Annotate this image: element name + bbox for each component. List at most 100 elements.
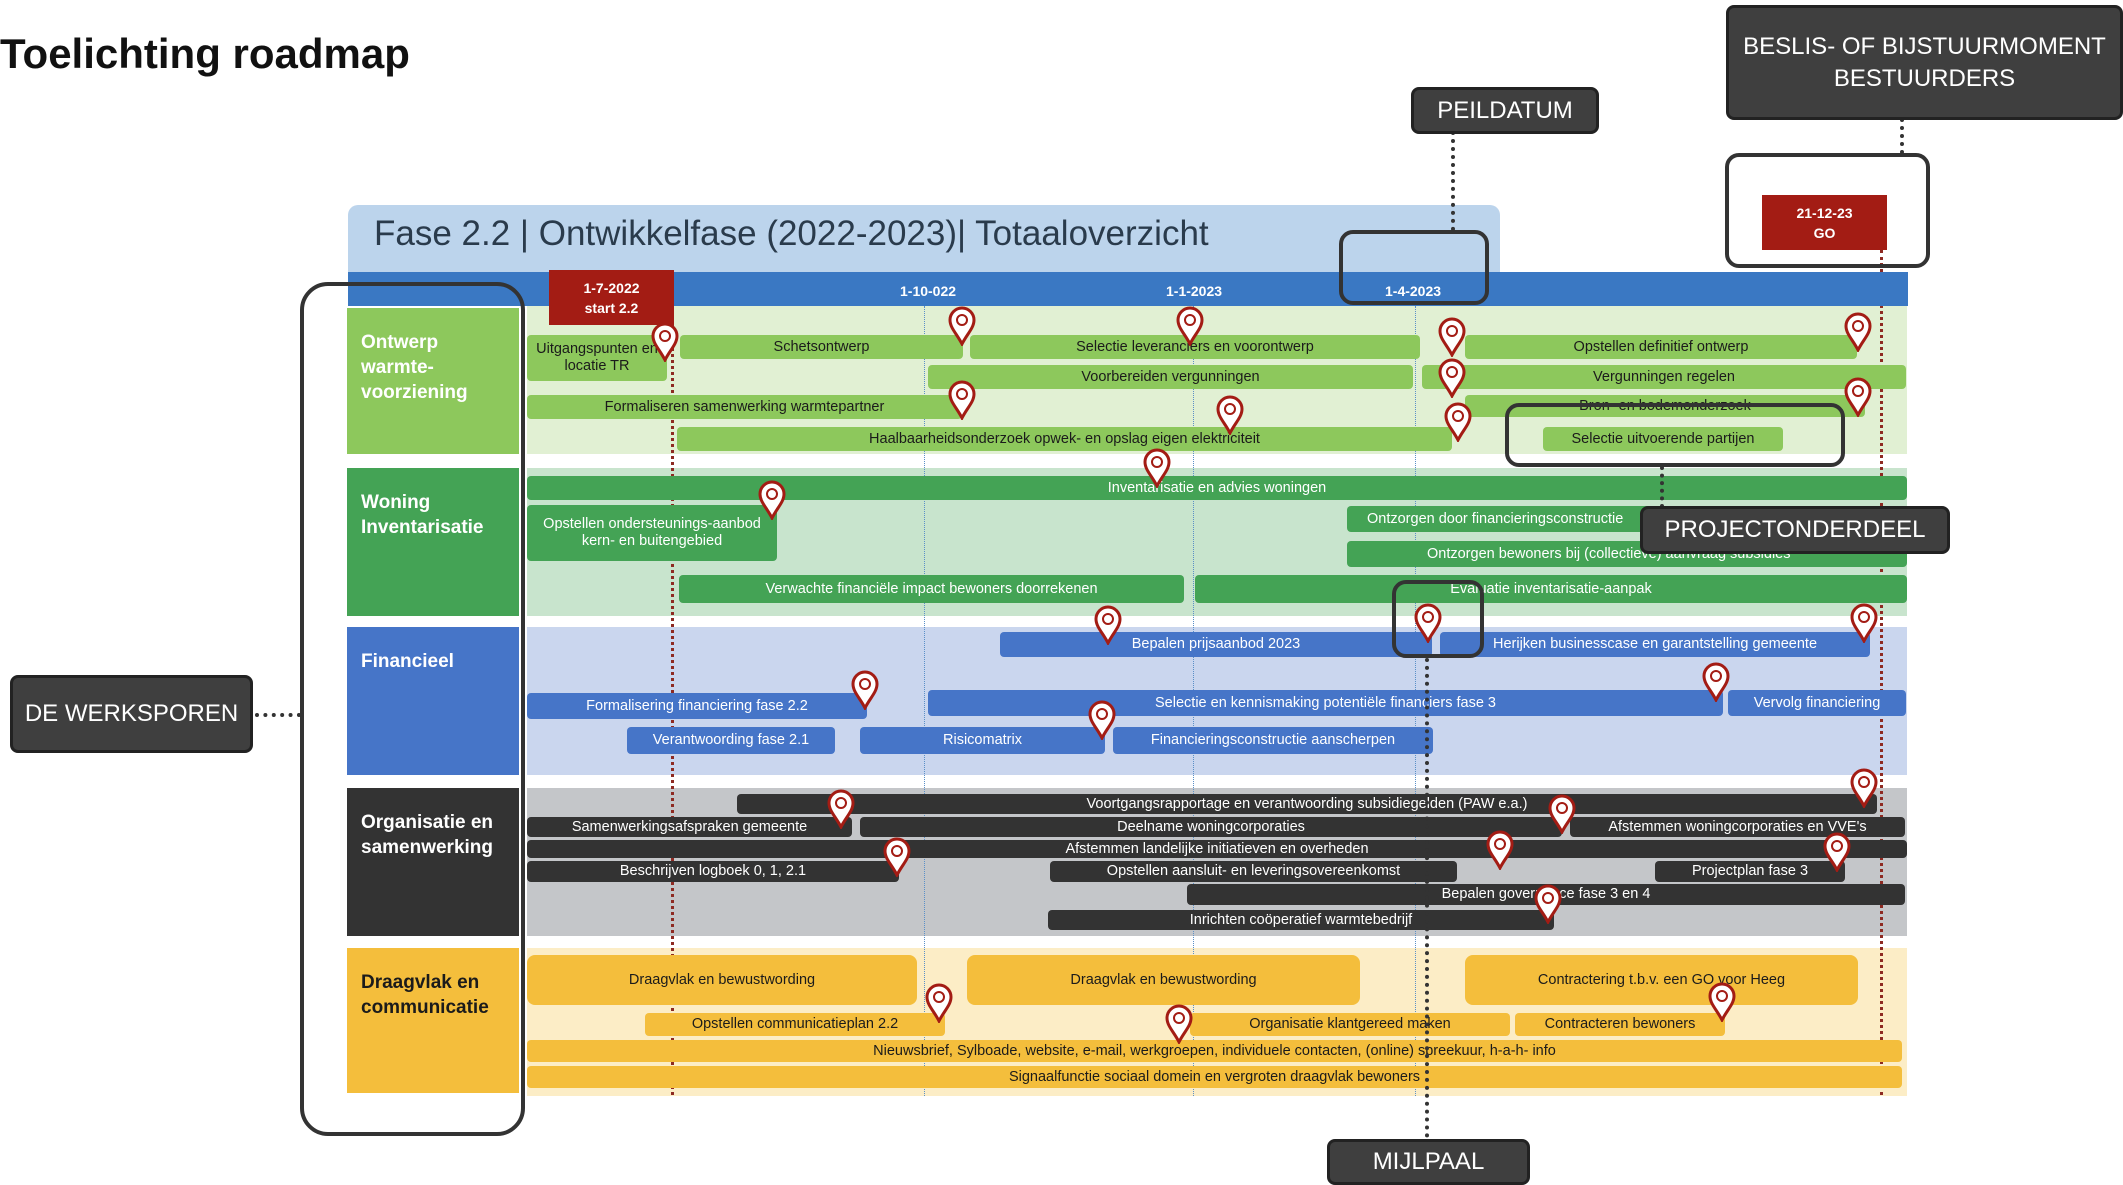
task-bar: Financieringsconstructie aanscherpen <box>1113 727 1433 754</box>
task-bar: Samenwerkingsafspraken gemeente <box>527 817 852 837</box>
callout-peildatum: PEILDATUM <box>1411 87 1599 134</box>
task-bar: Evaluatie inventarisatie-aanpak <box>1195 575 1907 603</box>
werksporen-frame <box>300 282 525 1136</box>
task-bar: Risicomatrix <box>860 727 1105 754</box>
map-pin-icon <box>1438 317 1466 357</box>
map-pin-icon <box>1088 700 1116 740</box>
map-pin-icon <box>651 322 679 362</box>
callout-beslismoment: BESLIS- OF BIJSTUURMOMENT BESTUURDERS <box>1726 5 2123 120</box>
peildatum-frame <box>1339 230 1489 305</box>
task-bar: Formaliseren samenwerking warmtepartner <box>527 395 962 419</box>
map-pin-icon <box>1444 402 1472 442</box>
guide-line-oct <box>924 306 925 1096</box>
map-pin-icon <box>1850 768 1878 808</box>
task-bar: Schetsontwerp <box>680 335 963 359</box>
map-pin-icon <box>948 380 976 420</box>
map-pin-icon <box>1414 603 1442 643</box>
mijlpaal-connector <box>1425 658 1429 1138</box>
map-pin-icon <box>1176 306 1204 346</box>
page-title: Toelichting roadmap <box>0 30 410 77</box>
tick-label: 1-1-2023 <box>1166 283 1223 299</box>
task-bar: Uitgangspunten en locatie TR <box>527 335 667 381</box>
mijlpaal-frame <box>1392 580 1484 658</box>
task-bar: Afstemmen landelijke initiatieven en ove… <box>527 840 1907 858</box>
go-frame <box>1725 153 1930 268</box>
projectonderdeel-frame <box>1505 403 1845 467</box>
task-bar: Ontzorgen door financieringsconstructie <box>1347 506 1672 532</box>
peildatum-connector <box>1451 131 1455 231</box>
task-bar: Projectplan fase 3 <box>1655 861 1845 882</box>
callout-projectonderdeel: PROJECTONDERDEEL <box>1640 506 1950 554</box>
task-bar: Voortgangsrapportage en verantwoording s… <box>737 794 1877 814</box>
task-bar: Formalisering financiering fase 2.2 <box>527 693 867 719</box>
task-bar: Opstellen aansluit- en leveringsovereenk… <box>1050 861 1457 882</box>
tick-label: 1-4-2023 <box>1385 283 1442 299</box>
map-pin-icon <box>1850 603 1878 643</box>
task-bar: Voorbereiden vergunningen <box>928 365 1413 389</box>
task-bar: Draagvlak en bewustwording <box>967 955 1360 1005</box>
task-bar: Selectie uitvoerende partijen <box>1543 427 1783 451</box>
map-pin-icon <box>1438 358 1466 398</box>
roadmap-title: Fase 2.2 | Ontwikkelfase (2022-2023)| To… <box>374 214 1209 253</box>
roadmap-title-band <box>348 205 1500 275</box>
map-pin-icon <box>1486 830 1514 870</box>
tick-label: 1-10-022 <box>900 283 957 299</box>
map-pin-icon <box>1534 884 1562 924</box>
go-milestone-box: 21-12-23 GO <box>1762 195 1887 250</box>
beslismoment-connector <box>1900 118 1904 154</box>
map-pin-icon <box>827 789 855 829</box>
map-pin-icon <box>1165 1004 1193 1044</box>
map-pin-icon <box>1702 662 1730 702</box>
map-pin-icon <box>1844 312 1872 352</box>
task-bar: Inrichten coöperatief warmtebedrijf <box>1048 910 1554 930</box>
projectonderdeel-connector <box>1660 466 1664 508</box>
start-date: 1-7-2022 <box>583 280 640 296</box>
task-bar: Contractering t.b.v. een GO voor Heeg <box>1465 955 1858 1005</box>
task-bar: Opstellen definitief ontwerp <box>1465 335 1857 359</box>
task-bar: Nieuwsbrief, Sylboade, website, e-mail, … <box>527 1040 1902 1062</box>
map-pin-icon <box>883 837 911 877</box>
callout-werksporen: DE WERKSPOREN <box>10 675 253 753</box>
map-pin-icon <box>1143 448 1171 488</box>
task-bar: Vergunningen regelen <box>1422 365 1906 389</box>
task-bar: Organisatie klantgereed maken <box>1190 1013 1510 1036</box>
map-pin-icon <box>1216 395 1244 435</box>
lane-label-financieel: Financieel <box>347 627 519 775</box>
map-pin-icon <box>1548 794 1576 834</box>
map-pin-icon <box>851 670 879 710</box>
task-bar: Beschrijven logboek 0, 1, 2.1 <box>527 861 899 882</box>
task-bar: Haalbaarheidsonderzoek opwek- en opslag … <box>677 427 1452 451</box>
task-bar: Deelname woningcorporaties <box>860 817 1562 837</box>
go-label: GO <box>1813 225 1836 241</box>
callout-mijlpaal: MIJLPAAL <box>1327 1139 1530 1185</box>
task-bar: Signaalfunctie sociaal domein en vergrot… <box>527 1066 1902 1088</box>
start-milestone-box: 1-7-2022 start 2.2 <box>549 270 674 325</box>
task-bar: Selectie en kennismaking potentiële fina… <box>928 690 1723 716</box>
task-bar: Vervolg financiering <box>1728 690 1906 716</box>
task-bar: Verantwoording fase 2.1 <box>627 727 835 754</box>
task-bar: Verwachte financiële impact bewoners doo… <box>679 575 1184 603</box>
start-label: start 2.2 <box>584 300 639 316</box>
task-bar: Inventarisatie en advies woningen <box>527 476 1907 500</box>
task-bar: Contracteren bewoners <box>1515 1013 1725 1036</box>
map-pin-icon <box>925 983 953 1023</box>
map-pin-icon <box>948 306 976 346</box>
go-date: 21-12-23 <box>1796 205 1853 221</box>
werksporen-connector <box>255 713 301 717</box>
map-pin-icon <box>758 480 786 520</box>
map-pin-icon <box>1844 377 1872 417</box>
task-bar: Herijken businesscase en garantstelling … <box>1440 632 1870 657</box>
task-bar: Opstellen communicatieplan 2.2 <box>645 1013 945 1036</box>
task-bar: Draagvlak en bewustwording <box>527 955 917 1005</box>
task-bar: Selectie leveranciers en voorontwerp <box>970 335 1420 359</box>
map-pin-icon <box>1823 832 1851 872</box>
task-bar: Afstemmen woningcorporaties en VVE's <box>1570 817 1905 837</box>
task-bar: Opstellen ondersteunings-aanbod kern- en… <box>527 505 777 561</box>
task-bar: Bepalen prijsaanbod 2023 <box>1000 632 1432 657</box>
map-pin-icon <box>1708 982 1736 1022</box>
